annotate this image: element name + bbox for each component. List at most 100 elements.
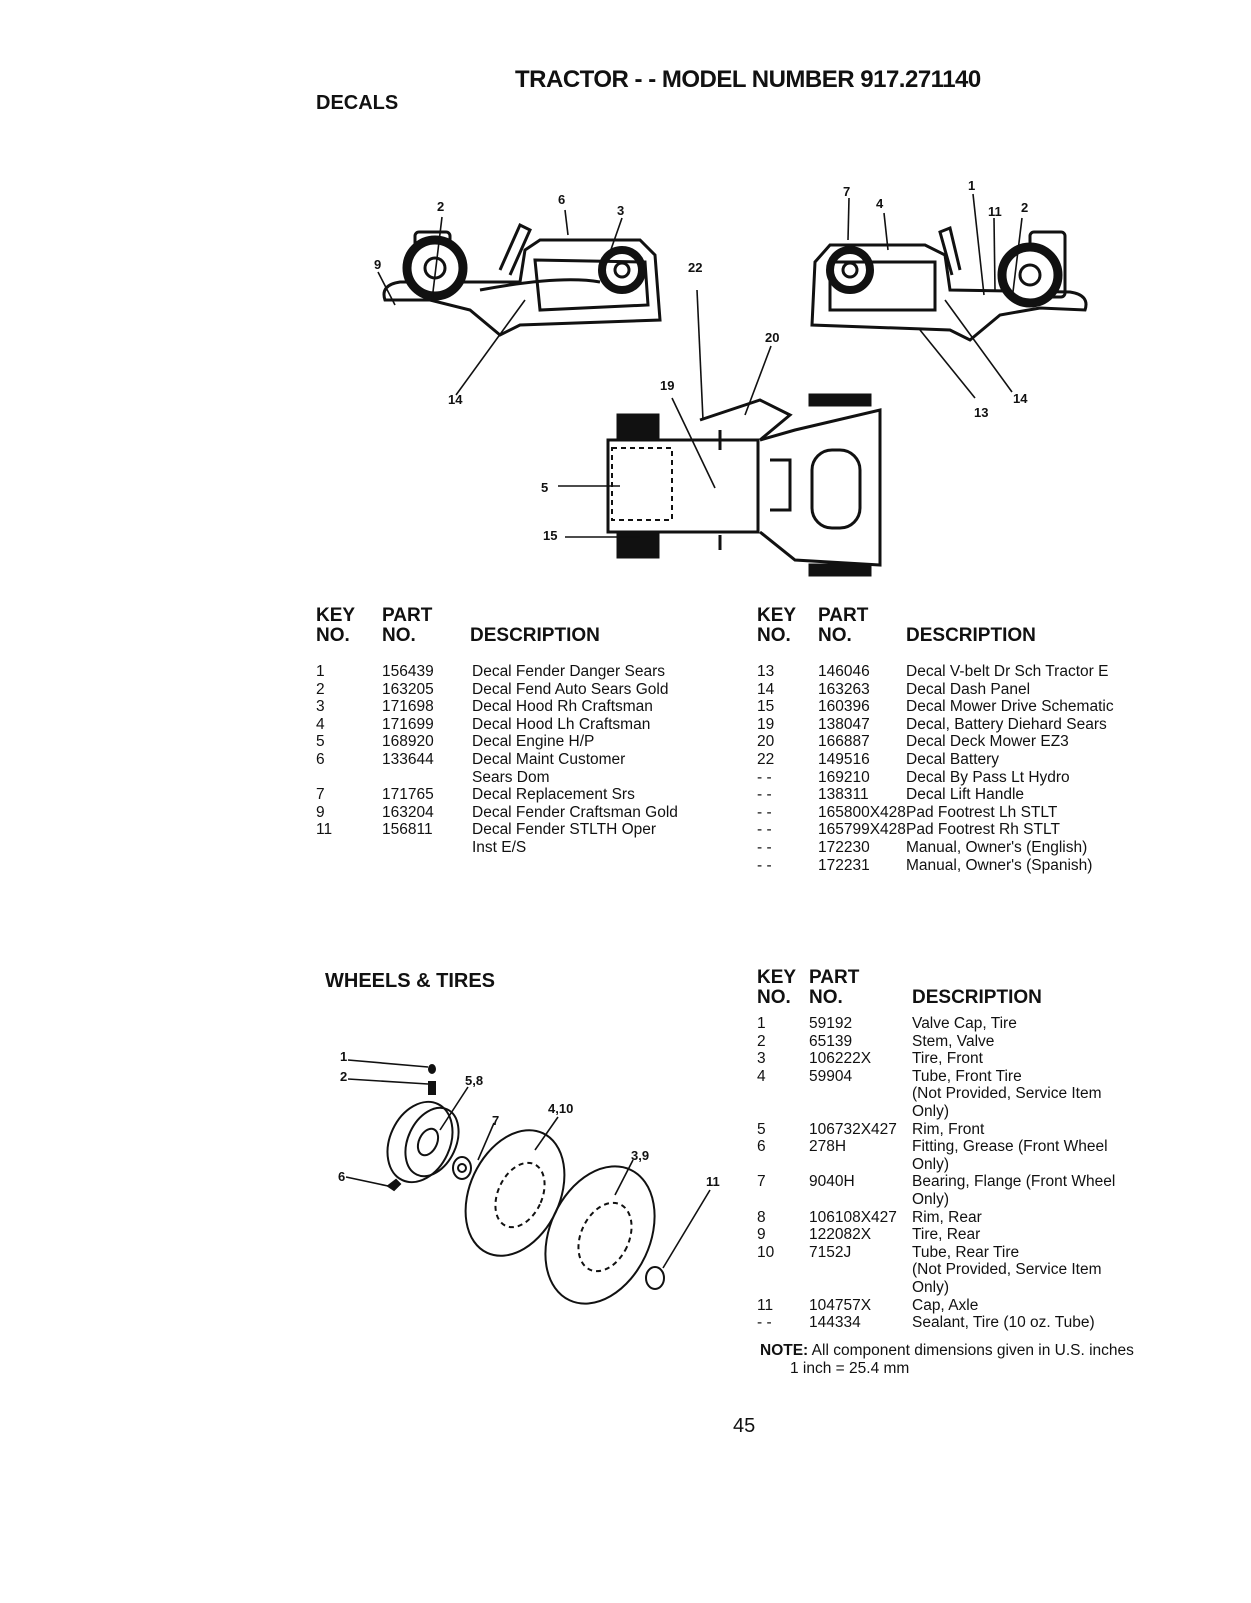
callout-6: 6	[558, 192, 566, 207]
cell-key: 13	[757, 663, 775, 680]
cell-key: 20	[757, 733, 775, 751]
callout-4: 4	[876, 196, 884, 211]
cell-desc: Rim, Rear	[912, 1208, 982, 1226]
cell-desc: Sears Dom	[472, 768, 550, 786]
cell-key: 6	[316, 751, 325, 768]
cell-key: 22	[757, 751, 775, 768]
cell-part: 168920	[382, 733, 434, 751]
right-description-header: DESCRIPTION	[906, 625, 1036, 646]
cell-part: 59192	[809, 1015, 853, 1032]
wheels-section-title: WHEELS & TIRES	[325, 970, 496, 992]
right-part-header-1: PART	[818, 605, 869, 626]
callout-2-right: 2	[1021, 200, 1029, 215]
tractor-illustration	[377, 193, 1088, 577]
cell-desc: Manual, Owner's (English)	[906, 839, 1088, 856]
cell-desc: Tube, Rear Tire	[912, 1243, 1020, 1261]
callout-14-left: 14	[448, 392, 463, 407]
callout-14-right: 14	[1013, 391, 1028, 406]
cell-part: 165799X428	[818, 821, 906, 839]
callout-20: 20	[765, 330, 780, 345]
cell-part: 149516	[818, 751, 870, 768]
cell-part: 144334	[809, 1314, 861, 1332]
callout-9: 9	[374, 257, 382, 272]
cell-part: 104757X	[809, 1296, 872, 1314]
cell-part: 106108X427	[809, 1208, 897, 1226]
cell-desc: Decal Dash Panel	[906, 680, 1031, 698]
cell-desc: Decal Battery	[906, 751, 1000, 768]
wheel-callout-7: 7	[492, 1113, 500, 1128]
cell-desc: Only)	[912, 1155, 950, 1173]
cell-desc: Tire, Rear	[912, 1226, 981, 1244]
cell-part: 106222X	[809, 1050, 872, 1068]
cell-key: 3	[757, 1050, 766, 1068]
cell-part: 169210	[818, 768, 870, 786]
cell-key: 11	[757, 1296, 774, 1314]
cell-key: - -	[757, 803, 772, 821]
cell-key: 15	[757, 698, 775, 716]
cell-key: 7	[316, 786, 325, 804]
cell-key: 11	[316, 821, 333, 839]
wheel-callout-5-8: 5,8	[465, 1073, 484, 1088]
cell-key: - -	[757, 821, 772, 839]
cell-desc: Decal Deck Mower EZ3	[906, 733, 1069, 751]
cell-desc: Decal By Pass Lt Hydro	[906, 768, 1070, 786]
cell-key: - -	[757, 856, 772, 874]
left-part-header-1: PART	[382, 605, 433, 626]
cell-key: 9	[316, 803, 325, 821]
cell-key: 2	[757, 1032, 766, 1050]
cell-desc: Decal V-belt Dr Sch Tractor E	[906, 663, 1109, 680]
note-text: All component dimensions given in U.S. i…	[811, 1342, 1134, 1359]
cell-desc: Valve Cap, Tire	[912, 1015, 1017, 1032]
cell-key: 9	[757, 1226, 766, 1244]
cell-key: - -	[757, 786, 772, 804]
cell-key: 1	[316, 663, 325, 680]
cell-part: 138047	[818, 715, 870, 733]
cell-key: 10	[757, 1243, 775, 1261]
note-conversion: 1 inch = 25.4 mm	[790, 1360, 910, 1377]
page-number: 45	[733, 1415, 756, 1437]
cell-key: - -	[757, 768, 772, 786]
cell-desc: Decal Fend Auto Sears Gold	[472, 680, 669, 698]
cell-part: 165800X428	[818, 803, 906, 821]
callout-1: 1	[968, 178, 976, 193]
left-description-header: DESCRIPTION	[470, 625, 600, 646]
cell-key: 5	[757, 1120, 766, 1138]
callout-7: 7	[843, 184, 851, 199]
cell-key: - -	[757, 1314, 772, 1332]
cell-desc: (Not Provided, Service Item	[912, 1085, 1102, 1103]
cell-part: 160396	[818, 698, 870, 716]
wheels-part-header-2: NO.	[809, 987, 843, 1008]
cell-key: 4	[316, 715, 325, 733]
cell-key: 6	[757, 1138, 766, 1156]
wheels-key-header-2: NO.	[757, 987, 791, 1008]
decals-diagram: 2 9 6 3 14 7 4 1 11 2 13 14 22 20 19 5 1…	[0, 0, 1251, 600]
wheels-part-header-1: PART	[809, 967, 860, 988]
cell-key: 4	[757, 1067, 766, 1085]
cell-desc: Bearing, Flange (Front Wheel	[912, 1173, 1116, 1191]
cell-key: 19	[757, 715, 775, 733]
cell-desc: Stem, Valve	[912, 1032, 995, 1050]
left-key-header-1: KEY	[316, 605, 356, 626]
cell-key: 1	[757, 1015, 766, 1032]
cell-desc: Decal Lift Handle	[906, 786, 1025, 804]
left-part-header-2: NO.	[382, 625, 416, 646]
cell-desc: Decal Mower Drive Schematic	[906, 698, 1114, 716]
cell-desc: Decal Hood Lh Craftsman	[472, 715, 651, 733]
callout-15: 15	[543, 528, 558, 543]
cell-part: 65139	[809, 1032, 853, 1050]
cell-desc: Sealant, Tire (10 oz. Tube)	[912, 1314, 1095, 1332]
wheel-callout-3-9: 3,9	[631, 1148, 650, 1163]
wheel-callout-4-10: 4,10	[548, 1101, 574, 1116]
cell-desc: Cap, Axle	[912, 1296, 979, 1314]
callout-5: 5	[541, 480, 549, 495]
wheels-key-header-1: KEY	[757, 967, 797, 988]
decals-section-title: DECALS	[316, 92, 399, 114]
wheel-callout-2: 2	[340, 1069, 348, 1084]
cell-part: 171699	[382, 715, 434, 733]
cell-desc: Tire, Front	[912, 1050, 983, 1068]
callout-11: 11	[988, 204, 1002, 219]
left-key-header-2: NO.	[316, 625, 350, 646]
cell-desc: Inst E/S	[472, 839, 527, 856]
cell-desc: Decal Fender STLTH Oper	[472, 821, 657, 839]
cell-part: 59904	[809, 1067, 853, 1085]
